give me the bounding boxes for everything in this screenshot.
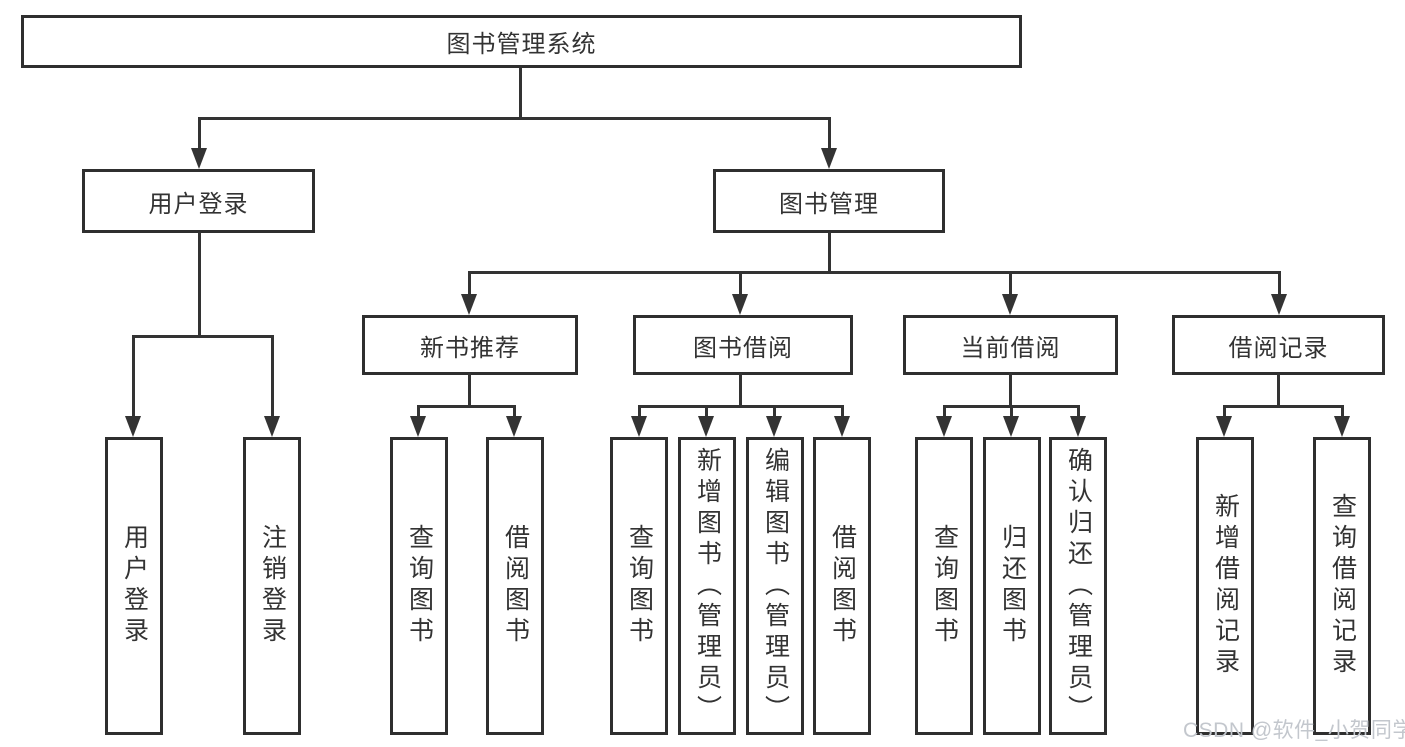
connector-drop	[1216, 405, 1232, 437]
connector-user-login-stem	[198, 232, 201, 338]
node-label: 用户登录	[120, 524, 149, 648]
node-label: 归还图书	[998, 524, 1027, 648]
connector-drop	[698, 405, 714, 437]
node-label: 确认归还（管理员）	[1064, 446, 1093, 726]
leaf-borrow-books: 借阅图书	[813, 437, 871, 735]
connector-drop	[766, 405, 782, 437]
node-label: 新增借阅记录	[1211, 493, 1240, 679]
leaf-confirm-return-admin: 确认归还（管理员）	[1049, 437, 1107, 735]
connector-book-management-stem	[828, 232, 831, 274]
connector-book-borrow-branch	[638, 405, 843, 408]
node-label: 编辑图书（管理员）	[761, 446, 790, 726]
connector-drop-user-login	[191, 117, 207, 169]
leaf-query-borrow-record: 查询借阅记录	[1313, 437, 1371, 735]
connector-new-book-branch	[417, 405, 515, 408]
arrow-down-icon	[410, 416, 426, 437]
arrow-down-icon	[766, 416, 782, 437]
arrow-down-icon	[821, 148, 837, 169]
arrow-down-icon	[191, 148, 207, 169]
arrow-down-icon	[698, 416, 714, 437]
arrow-down-icon	[1003, 416, 1019, 437]
leaf-edit-books-admin: 编辑图书（管理员）	[746, 437, 804, 735]
connector-drop-current-borrow	[1002, 271, 1018, 315]
connector-drop-borrow-records	[1271, 271, 1287, 315]
node-label: 借阅图书	[828, 524, 857, 648]
connector-drop-leaf-logout	[264, 335, 280, 437]
connector-book-borrow-stem	[739, 373, 742, 407]
connector-drop-book-management	[821, 117, 837, 169]
connector-root-stem	[519, 68, 522, 119]
connector-drop	[410, 405, 426, 437]
connector-drop	[506, 405, 522, 437]
connector-drop	[631, 405, 647, 437]
arrow-down-icon	[834, 416, 850, 437]
leaf-borrow-books-recommend: 借阅图书	[486, 437, 544, 735]
node-label: 图书管理	[779, 190, 879, 218]
leaf-query-books-current: 查询图书	[915, 437, 973, 735]
arrow-down-icon	[264, 416, 280, 437]
arrow-down-icon	[1002, 294, 1018, 315]
arrow-down-icon	[461, 294, 477, 315]
connector-user-login-branch	[132, 335, 273, 338]
node-label: 注销登录	[258, 524, 287, 648]
node-label: 图书借阅	[693, 334, 793, 362]
node-label: 查询图书	[625, 524, 654, 648]
node-book-borrow: 图书借阅	[633, 315, 853, 375]
connector-root-branch	[199, 117, 831, 120]
node-label: 借阅记录	[1228, 334, 1329, 362]
connector-drop-book-borrow	[732, 271, 748, 315]
node-label: 查询图书	[930, 524, 959, 648]
arrow-down-icon	[125, 416, 141, 437]
node-label: 新增图书（管理员）	[693, 446, 722, 726]
connector-book-management-branch	[468, 271, 1280, 274]
leaf-logout: 注销登录	[243, 437, 301, 735]
leaf-query-books-recommend: 查询图书	[390, 437, 448, 735]
arrow-down-icon	[732, 294, 748, 315]
connector-drop-new-book	[461, 271, 477, 315]
node-label: 用户登录	[148, 190, 249, 218]
connector-current-borrow-stem	[1009, 373, 1012, 407]
connector-drop	[834, 405, 850, 437]
connector-drop	[1070, 405, 1086, 437]
node-label: 查询图书	[405, 524, 434, 648]
arrow-down-icon	[1271, 294, 1287, 315]
arrow-down-icon	[1334, 416, 1350, 437]
node-new-book-recommend: 新书推荐	[362, 315, 578, 375]
node-borrow-records: 借阅记录	[1172, 315, 1385, 375]
leaf-add-books-admin: 新增图书（管理员）	[678, 437, 736, 735]
connector-drop	[1003, 405, 1019, 437]
arrow-down-icon	[936, 416, 952, 437]
node-label: 查询借阅记录	[1328, 493, 1357, 679]
connector-drop	[1334, 405, 1350, 437]
node-label: 图书管理系统	[446, 31, 597, 58]
node-user-login: 用户登录	[82, 169, 315, 233]
connector-borrow-records-branch	[1223, 405, 1343, 408]
leaf-return-books: 归还图书	[983, 437, 1041, 735]
arrow-down-icon	[1216, 416, 1232, 437]
node-label: 新书推荐	[420, 334, 520, 362]
leaf-query-books-borrow: 查询图书	[610, 437, 668, 735]
arrow-down-icon	[506, 416, 522, 437]
csdn-watermark: CSDN @软件_小贺同学	[1183, 719, 1405, 742]
node-library-system: 图书管理系统	[21, 15, 1022, 68]
leaf-add-borrow-record: 新增借阅记录	[1196, 437, 1254, 735]
connector-drop	[936, 405, 952, 437]
arrow-down-icon	[631, 416, 647, 437]
arrow-down-icon	[1070, 416, 1086, 437]
node-label: 当前借阅	[960, 334, 1061, 362]
node-current-borrow: 当前借阅	[903, 315, 1118, 375]
connector-borrow-records-stem	[1277, 373, 1280, 407]
node-book-management: 图书管理	[713, 169, 945, 233]
node-label: 借阅图书	[501, 524, 530, 648]
leaf-user-login: 用户登录	[105, 437, 163, 735]
connector-new-book-stem	[468, 373, 471, 407]
connector-drop-leaf-user-login	[125, 335, 141, 437]
